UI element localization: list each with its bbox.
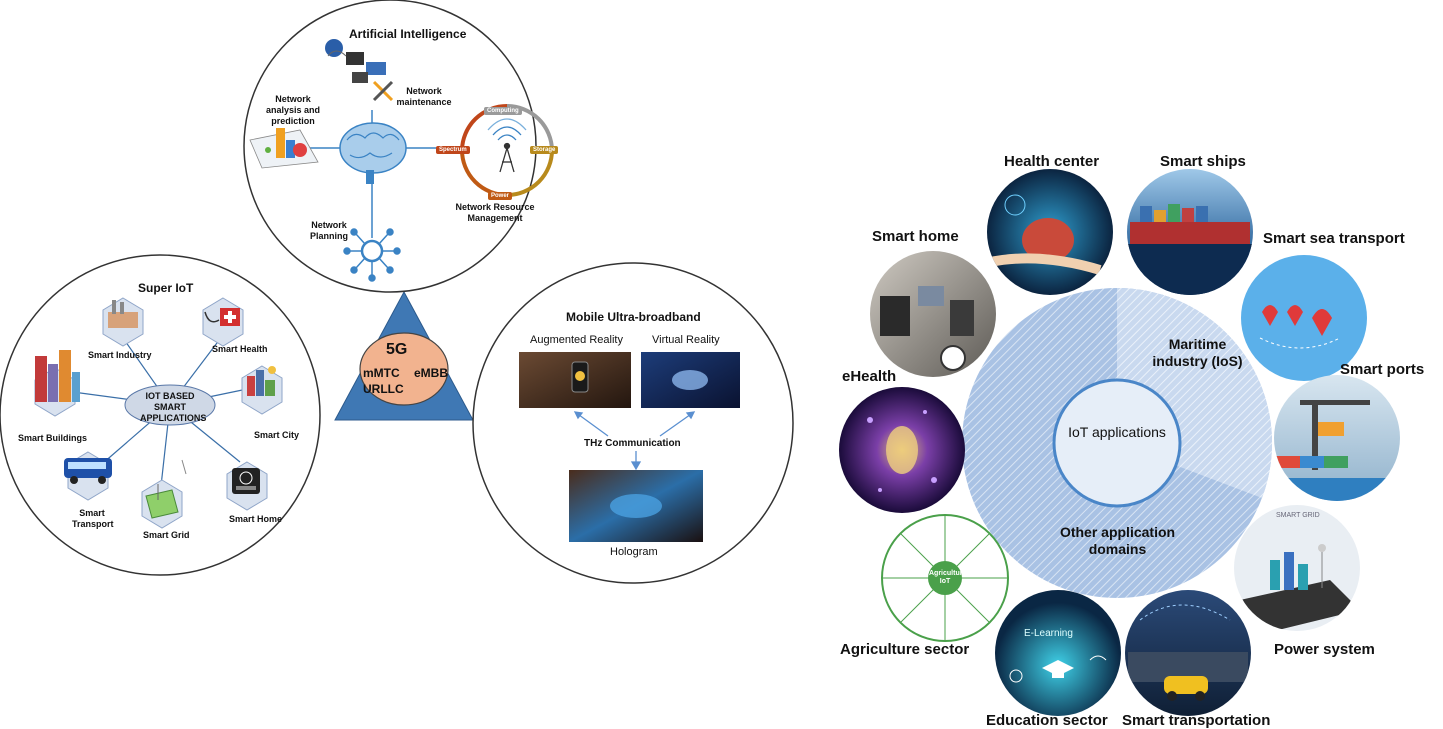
hex-smart-city bbox=[241, 365, 283, 415]
other-domains-label: Other application domains bbox=[1059, 524, 1176, 557]
agriculture-hub bbox=[928, 561, 962, 595]
node-smart-buildings: Smart Buildings bbox=[18, 433, 88, 443]
resource-label: Network Resource Management bbox=[455, 202, 535, 223]
ai-title: Artificial Intelligence bbox=[349, 27, 467, 41]
label-health-center: Health center bbox=[1004, 153, 1100, 170]
mobile-circle bbox=[472, 262, 794, 584]
label-ehealth: eHealth bbox=[842, 368, 897, 385]
iot-hub-label: IOT BASED SMART APPLICATIONS bbox=[140, 391, 207, 423]
label-agriculture-sector: Agriculture sector bbox=[840, 641, 970, 658]
label-smart-sea-transport: Smart sea transport bbox=[1263, 230, 1405, 247]
hologram-label: Hologram bbox=[610, 546, 658, 558]
education-image bbox=[995, 590, 1121, 716]
node-smart-home: Smart Home bbox=[229, 514, 283, 524]
mobile-title: Mobile Ultra-broadband bbox=[566, 310, 701, 324]
analysis-chart-icon bbox=[249, 128, 319, 169]
iot-center-circle bbox=[1052, 378, 1182, 508]
ring-computing: Computing bbox=[484, 107, 522, 115]
brain-icon bbox=[339, 122, 407, 184]
vr-label: Virtual Reality bbox=[652, 334, 720, 346]
ring-power: Power bbox=[488, 192, 513, 200]
label-smart-ships: Smart ships bbox=[1160, 153, 1246, 170]
label-education-sector: Education sector bbox=[986, 712, 1108, 729]
signal-tower-icon bbox=[487, 118, 527, 173]
five-g-core bbox=[359, 332, 449, 406]
agri-iot-label: Agriculture IoT bbox=[929, 570, 967, 585]
maritime-label: Maritime industry (IoS) bbox=[1152, 336, 1243, 369]
hex-smart-grid bbox=[141, 459, 187, 529]
ar-label: Augmented Reality bbox=[530, 334, 623, 346]
super-iot-title: Super IoT bbox=[138, 281, 194, 295]
network-planning-icon bbox=[343, 228, 401, 282]
maintenance-label: Network maintenance bbox=[396, 86, 452, 107]
label-smart-home: Smart home bbox=[872, 228, 959, 245]
network-devices-icon bbox=[325, 39, 386, 83]
label-smart-transportation: Smart transportation bbox=[1122, 712, 1271, 729]
node-smart-city: Smart City bbox=[254, 430, 300, 440]
ring-storage: Storage bbox=[530, 146, 559, 154]
node-smart-industry: Smart Industry bbox=[88, 350, 152, 360]
service-mmtc: mMTC bbox=[363, 366, 400, 380]
planning-label: Network Planning bbox=[310, 220, 348, 241]
thz-arrows bbox=[573, 411, 696, 471]
node-smart-transport: Smart Transport bbox=[72, 508, 114, 529]
hex-smart-industry bbox=[102, 297, 144, 347]
analysis-label: Network analysis and prediction bbox=[265, 94, 321, 126]
hex-smart-buildings bbox=[34, 350, 80, 417]
label-power-system: Power system bbox=[1274, 641, 1375, 658]
smart-ports-image bbox=[1274, 375, 1400, 501]
smart-home-image bbox=[870, 251, 996, 377]
hex-smart-health bbox=[202, 297, 244, 347]
node-smart-grid: Smart Grid bbox=[143, 530, 190, 540]
smart-sea-transport-image bbox=[1241, 255, 1367, 381]
service-embb: eMBB bbox=[414, 366, 449, 380]
thz-label: THz Communication bbox=[584, 438, 681, 449]
iot-hub bbox=[124, 384, 216, 426]
hex-smart-transport bbox=[64, 451, 112, 501]
node-smart-health: Smart Health bbox=[212, 344, 268, 354]
hex-smart-home bbox=[226, 461, 268, 511]
smart-grid-label: SMART GRID bbox=[1276, 512, 1320, 519]
tools-icon bbox=[372, 80, 394, 102]
label-smart-ports: Smart ports bbox=[1340, 361, 1425, 378]
service-urllc: URLLC bbox=[363, 382, 404, 396]
elearning-label: E-Learning bbox=[1024, 628, 1073, 639]
iot-center-label: IoT applications bbox=[1068, 424, 1166, 440]
five-g-title: 5G bbox=[386, 341, 408, 358]
ring-spectrum: Spectrum bbox=[436, 146, 470, 154]
